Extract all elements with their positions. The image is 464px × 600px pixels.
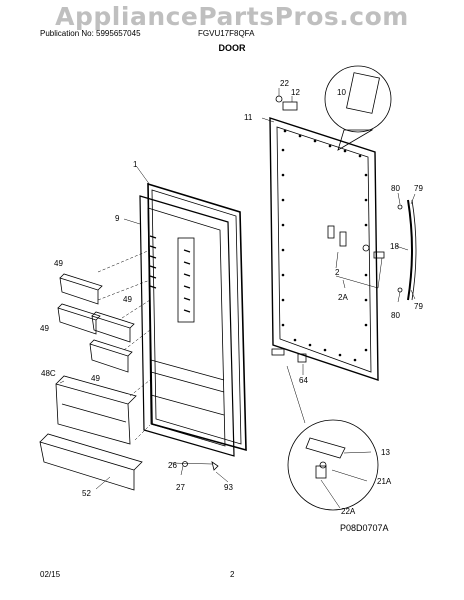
diagram-code: P08D0707A: [340, 523, 389, 533]
callout-80-top: 80: [391, 184, 400, 193]
door-bin-52: [39, 433, 143, 491]
screws: [182, 204, 403, 471]
callout-21A: 21A: [377, 477, 392, 486]
door-gasket: [147, 182, 247, 452]
callout-2: 2: [335, 268, 340, 277]
perimeter-screws: [281, 129, 368, 362]
callout-12: 12: [291, 88, 300, 97]
callout-79-bottom: 79: [414, 302, 423, 311]
dairy-door-48C: [55, 375, 137, 445]
detail-inset-top: [324, 65, 392, 151]
callout-11: 11: [244, 113, 253, 122]
hinge-parts: [271, 95, 385, 363]
callout-52: 52: [82, 489, 91, 498]
callout-49-d: 49: [91, 374, 100, 383]
shelf-supports: [149, 235, 191, 313]
callout-2A: 2A: [338, 293, 348, 302]
leader-lines: [59, 88, 416, 509]
callout-49-c: 49: [40, 324, 49, 333]
watermark: AppliancePartsPros.com: [55, 2, 409, 31]
callout-64: 64: [299, 376, 308, 385]
publication-number: Publication No: 5995657045: [40, 29, 141, 38]
callout-26: 26: [168, 461, 177, 470]
guide-lines: [97, 249, 151, 441]
footer-date: 02/15: [40, 570, 61, 579]
callout-93: 93: [224, 483, 233, 492]
callout-27: 27: [176, 483, 185, 492]
door-outer-panel: [269, 117, 379, 381]
model-number: FGVU17F8QFA: [198, 29, 255, 38]
callout-22-top: 22: [280, 79, 289, 88]
door-bin-49-a: [59, 273, 103, 305]
door-liner: [139, 195, 235, 457]
callout-48C: 48C: [41, 369, 56, 378]
door-bin-49-d: [89, 339, 133, 373]
callout-49-b: 49: [123, 295, 132, 304]
callout-18: 18: [390, 242, 399, 251]
callout-22A: 22A: [341, 507, 356, 516]
callout-49-a: 49: [54, 259, 63, 268]
door-handle: [407, 199, 417, 301]
callout-79-top: 79: [414, 184, 423, 193]
callout-9: 9: [115, 214, 120, 223]
section-title: DOOR: [218, 43, 246, 53]
page-number: 2: [230, 570, 235, 579]
detail-inset-bottom: [287, 419, 379, 511]
callout-1: 1: [133, 160, 138, 169]
callout-80-bottom: 80: [391, 311, 400, 320]
callout-13: 13: [381, 448, 390, 457]
door-bin-49-c: [91, 311, 135, 343]
callout-10: 10: [337, 88, 346, 97]
